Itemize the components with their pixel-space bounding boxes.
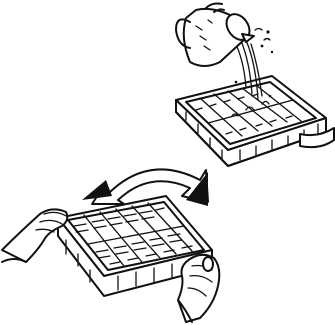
right-hand-icon (178, 255, 219, 322)
pour-water-step (176, 4, 334, 167)
ice-cube-tray-empty-icon (176, 76, 334, 166)
pitcher-pouring-water-icon (176, 4, 254, 67)
twist-tray-step (2, 169, 219, 322)
